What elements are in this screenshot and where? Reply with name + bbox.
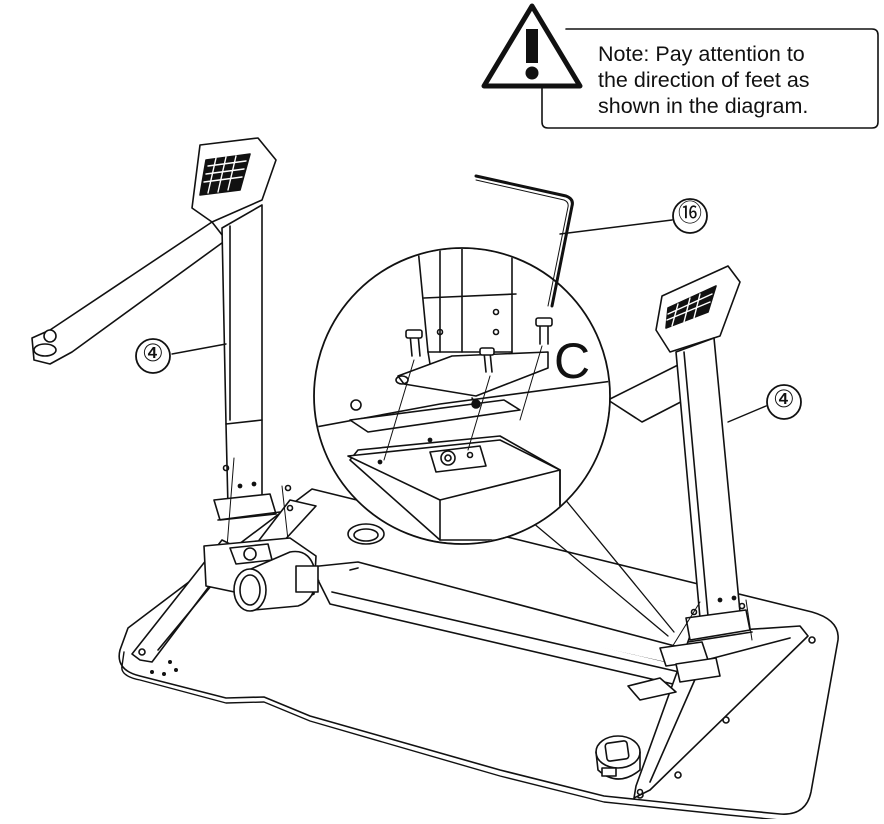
hex-key xyxy=(474,174,574,308)
note-line-1: Note: Pay attention to xyxy=(598,42,805,66)
detail-magnifier xyxy=(313,247,611,545)
left-leg xyxy=(31,137,292,561)
note-text: Note: Pay attention to the direction of … xyxy=(598,41,878,119)
callout-circle-right-leg xyxy=(766,384,802,420)
callout-circle-left-leg xyxy=(135,338,171,374)
note-box xyxy=(481,3,879,129)
zoom-leaders xyxy=(519,497,675,637)
callout-label-hex-key: ⑯ xyxy=(678,200,702,227)
note-line-3: shown in the diagram. xyxy=(598,94,809,118)
callout-circles xyxy=(135,198,802,420)
callout-circle-hex-key xyxy=(672,198,708,234)
right-leg xyxy=(607,265,753,683)
control-box xyxy=(595,735,641,780)
callout-leaders xyxy=(171,219,767,423)
callout-label-right-leg: ④ xyxy=(773,386,795,413)
motor xyxy=(203,537,319,612)
note-line-2: the direction of feet as xyxy=(598,68,810,92)
callout-label-left-leg: ④ xyxy=(142,340,164,367)
detail-step-letter: C xyxy=(554,333,591,389)
